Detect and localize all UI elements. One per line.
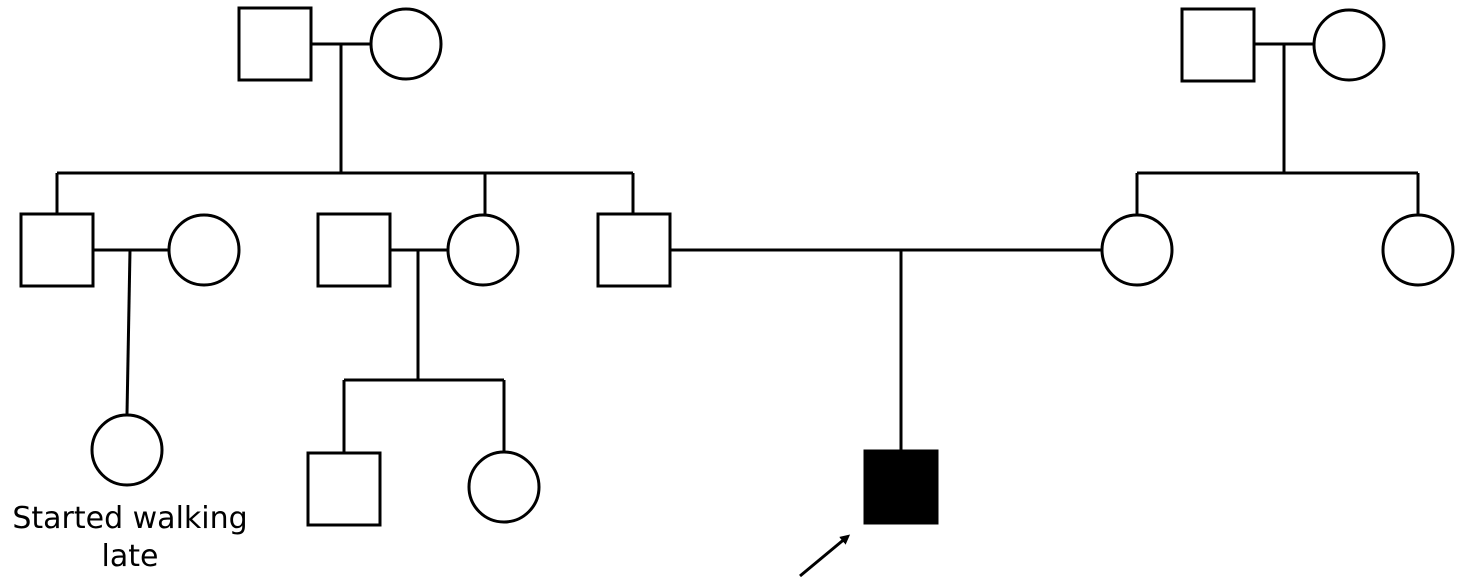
g1-left-male <box>237 6 313 82</box>
g3-cousin-son <box>306 451 382 527</box>
g2-son-1 <box>19 212 95 288</box>
pedigree-individuals <box>19 6 1455 527</box>
g2-right-daughter-2 <box>1381 213 1455 287</box>
g1-right-female <box>1312 8 1386 82</box>
g2-right-daughter-1 <box>1100 213 1174 287</box>
g2-son-2-spouse <box>316 212 392 288</box>
pedigree-lines <box>55 42 1420 453</box>
g2-daughter <box>446 213 520 287</box>
proband-arrow-icon <box>799 534 851 578</box>
g3-cousin-daughter <box>90 413 164 487</box>
g1-right-male <box>1180 7 1256 83</box>
annotation-line-2: late <box>102 539 159 574</box>
annotation-line-1: Started walking <box>12 501 247 536</box>
g1-left-female <box>369 7 443 81</box>
g2-son-3 <box>596 212 672 288</box>
g3-cousin-daughter-2 <box>467 450 541 524</box>
g2-son-1-spouse <box>167 213 241 287</box>
descent-line-g2-son-1 <box>125 249 132 415</box>
g3-proband <box>863 449 939 525</box>
